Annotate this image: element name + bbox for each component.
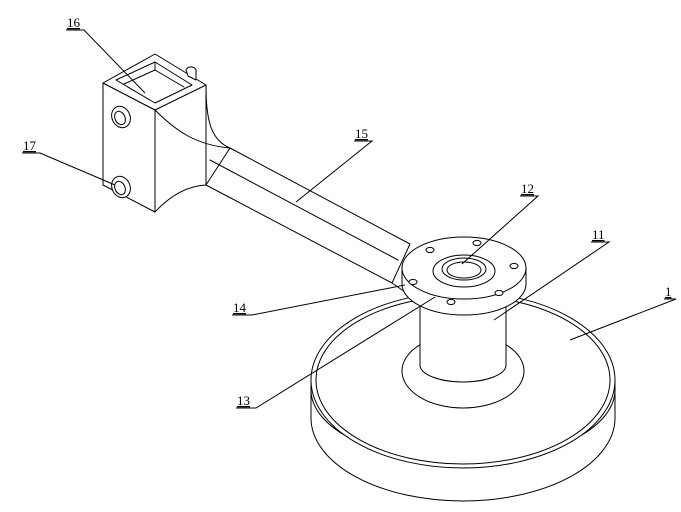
leader-lines xyxy=(22,29,677,409)
callout-13: 13 xyxy=(237,393,250,408)
square-sleeve xyxy=(102,53,231,213)
callout-14: 14 xyxy=(233,300,247,315)
column xyxy=(419,299,507,383)
callout-11: 11 xyxy=(592,227,605,242)
arm xyxy=(205,147,411,293)
set-screw-upper xyxy=(111,105,131,129)
callout-12: 12 xyxy=(521,181,534,196)
flange xyxy=(401,236,527,316)
callout-labels: 16 17 15 12 11 1 14 13 xyxy=(23,15,672,408)
set-screw-lower xyxy=(111,175,131,199)
callout-1: 1 xyxy=(665,284,672,299)
callout-16: 16 xyxy=(67,15,81,30)
callout-17: 17 xyxy=(23,138,37,153)
callout-15: 15 xyxy=(355,126,368,141)
